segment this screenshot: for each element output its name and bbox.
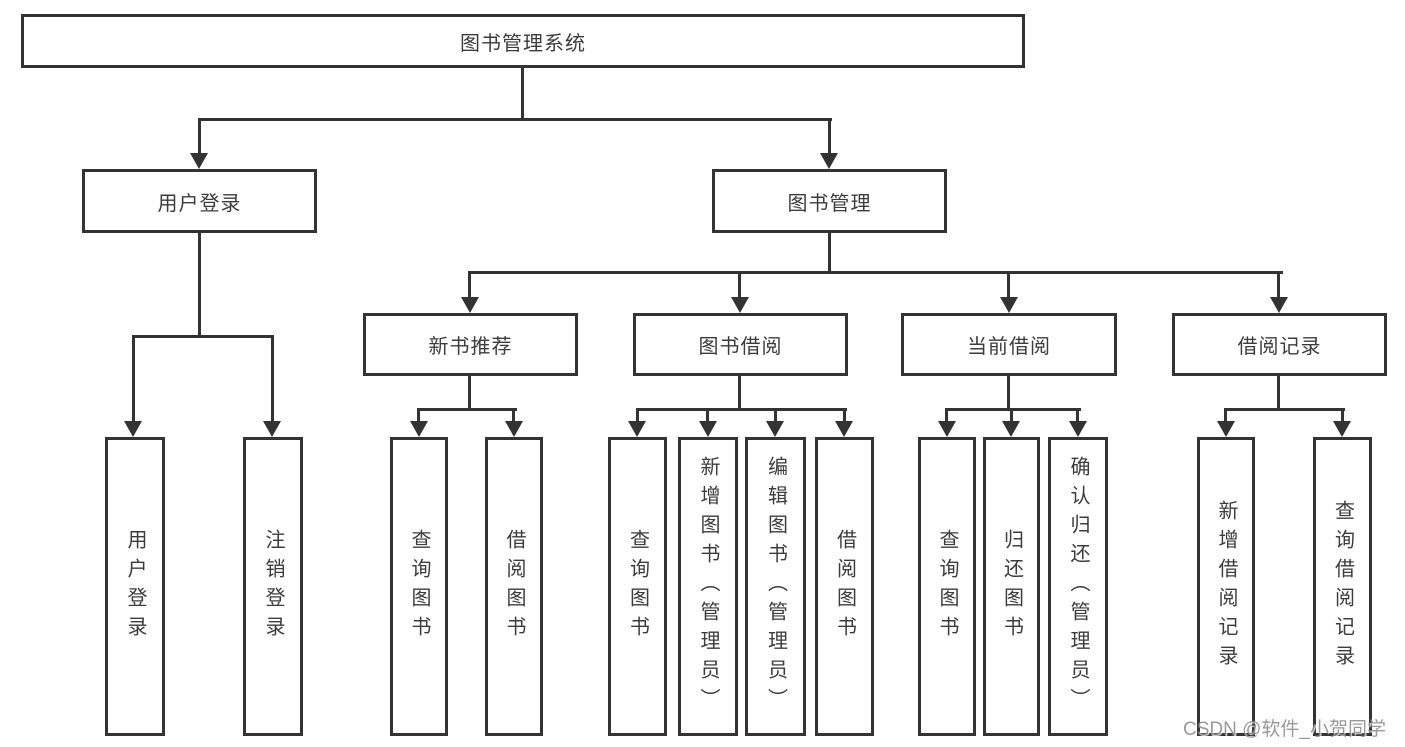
arrow-to-book-borrow (731, 297, 749, 313)
connector-cb-hbar (945, 408, 1081, 411)
arrow-to-user-login (190, 153, 208, 169)
leaf-borrow-book-1: 借阅图书 (485, 437, 543, 736)
connector-cb-drop-2 (1010, 411, 1013, 421)
arrow-to-new-book-recommend (461, 297, 479, 313)
leaf-edit-book-admin: 编辑图书（管理员） (745, 437, 806, 736)
connector-user-login-drop-2 (271, 335, 274, 421)
node-root: 图书管理系统 (21, 14, 1025, 68)
connector-bm-drop-2 (738, 271, 741, 297)
csdn-watermark: CSDN @软件_小贺同学 (1183, 719, 1386, 740)
leaf-borrow-book-2-label: 借阅图书 (833, 528, 856, 645)
leaf-query-borrow-record-label: 查询借阅记录 (1331, 499, 1354, 674)
connector-br-hbar (1224, 408, 1345, 411)
leaf-return-book: 归还图书 (983, 437, 1040, 736)
node-book-borrow-label: 图书借阅 (698, 336, 783, 358)
connector-root-stem (521, 68, 524, 118)
connector-bb-drop-1 (636, 411, 639, 421)
arrow-to-leaf-return-book (1002, 421, 1020, 437)
leaf-add-borrow-record-label: 新增借阅记录 (1215, 499, 1237, 674)
leaf-add-book-admin-label: 新增图书（管理员） (697, 456, 719, 717)
node-user-login: 用户登录 (82, 169, 317, 233)
node-new-book-recommend: 新书推荐 (363, 313, 578, 376)
leaf-add-book-admin: 新增图书（管理员） (678, 437, 738, 736)
leaf-user-login: 用户登录 (105, 437, 165, 736)
connector-bb-hbar (636, 408, 847, 411)
connector-br-drop-1 (1224, 411, 1227, 421)
connector-root-drop-left (198, 118, 201, 153)
node-book-borrow: 图书借阅 (633, 313, 848, 376)
node-current-borrow: 当前借阅 (901, 313, 1117, 376)
connector-bm-drop-4 (1277, 271, 1280, 297)
connector-bm-drop-1 (468, 271, 471, 297)
leaf-logout-label: 注销登录 (262, 528, 284, 645)
connector-user-login-stem (198, 233, 201, 335)
connector-cb-drop-3 (1076, 411, 1079, 421)
arrow-to-current-borrow (1000, 297, 1018, 313)
connector-bb-stem (738, 376, 741, 408)
leaf-return-book-label: 归还图书 (1000, 528, 1023, 645)
leaf-query-book-1-label: 查询图书 (408, 528, 430, 645)
connector-book-management-hbar (468, 271, 1283, 274)
connector-br-drop-2 (1341, 411, 1344, 421)
node-new-book-recommend-label: 新书推荐 (428, 336, 513, 358)
connector-book-management-stem (828, 233, 831, 271)
leaf-edit-book-admin-label: 编辑图书（管理员） (764, 456, 787, 717)
connector-user-login-hbar (132, 335, 274, 338)
connector-cb-stem (1007, 376, 1010, 408)
connector-nbr-drop-1 (417, 411, 420, 421)
connector-nbr-stem (468, 376, 471, 408)
node-user-login-label: 用户登录 (157, 192, 242, 215)
connector-user-login-drop-1 (132, 335, 135, 421)
leaf-borrow-book-1-label: 借阅图书 (503, 528, 525, 645)
connector-nbr-drop-2 (512, 411, 515, 421)
connector-bm-drop-3 (1007, 271, 1010, 297)
leaf-query-book-2: 查询图书 (608, 437, 667, 736)
arrow-to-leaf-query-book-1 (410, 421, 428, 437)
leaf-confirm-return-admin: 确认归还（管理员） (1048, 437, 1108, 736)
arrow-to-leaf-add-book (699, 421, 717, 437)
arrow-to-leaf-logout (263, 421, 281, 437)
node-root-label: 图书管理系统 (460, 32, 586, 55)
node-current-borrow-label: 当前借阅 (967, 336, 1051, 358)
connector-bb-drop-2 (706, 411, 709, 421)
leaf-query-book-3-label: 查询图书 (936, 528, 958, 645)
leaf-confirm-return-admin-label: 确认归还（管理员） (1067, 456, 1089, 717)
arrow-to-leaf-query-book-2 (628, 421, 646, 437)
arrow-to-leaf-user-login (124, 421, 142, 437)
node-book-management: 图书管理 (712, 169, 947, 233)
arrow-to-leaf-query-book-3 (938, 421, 956, 437)
connector-nbr-hbar (417, 408, 517, 411)
leaf-query-book-3: 查询图书 (918, 437, 976, 736)
leaf-add-borrow-record: 新增借阅记录 (1197, 437, 1255, 736)
connector-root-hbar (198, 118, 832, 121)
leaf-logout: 注销登录 (243, 437, 303, 736)
leaf-borrow-book-2: 借阅图书 (815, 437, 874, 736)
arrow-to-borrow-record (1270, 297, 1288, 313)
arrow-to-leaf-edit-book (766, 421, 784, 437)
node-borrow-record: 借阅记录 (1172, 313, 1387, 376)
arrow-to-book-management (820, 153, 838, 169)
connector-bb-drop-3 (774, 411, 777, 421)
connector-cb-drop-1 (945, 411, 948, 421)
leaf-query-book-1: 查询图书 (390, 437, 448, 736)
node-book-management-label: 图书管理 (787, 192, 872, 215)
arrow-to-leaf-borrow-book-2 (835, 421, 853, 437)
arrow-to-leaf-query-borrow-record (1333, 421, 1351, 437)
connector-bb-drop-4 (843, 411, 846, 421)
arrow-to-leaf-confirm-return (1069, 421, 1087, 437)
arrow-to-leaf-borrow-book-1 (505, 421, 523, 437)
connector-root-drop-right (828, 118, 831, 153)
arrow-to-leaf-add-borrow-record (1217, 421, 1235, 437)
leaf-query-book-2-label: 查询图书 (626, 528, 649, 645)
leaf-user-login-label: 用户登录 (124, 528, 146, 645)
node-borrow-record-label: 借阅记录 (1237, 336, 1322, 358)
connector-br-stem (1277, 376, 1280, 408)
leaf-query-borrow-record: 查询借阅记录 (1313, 437, 1372, 736)
